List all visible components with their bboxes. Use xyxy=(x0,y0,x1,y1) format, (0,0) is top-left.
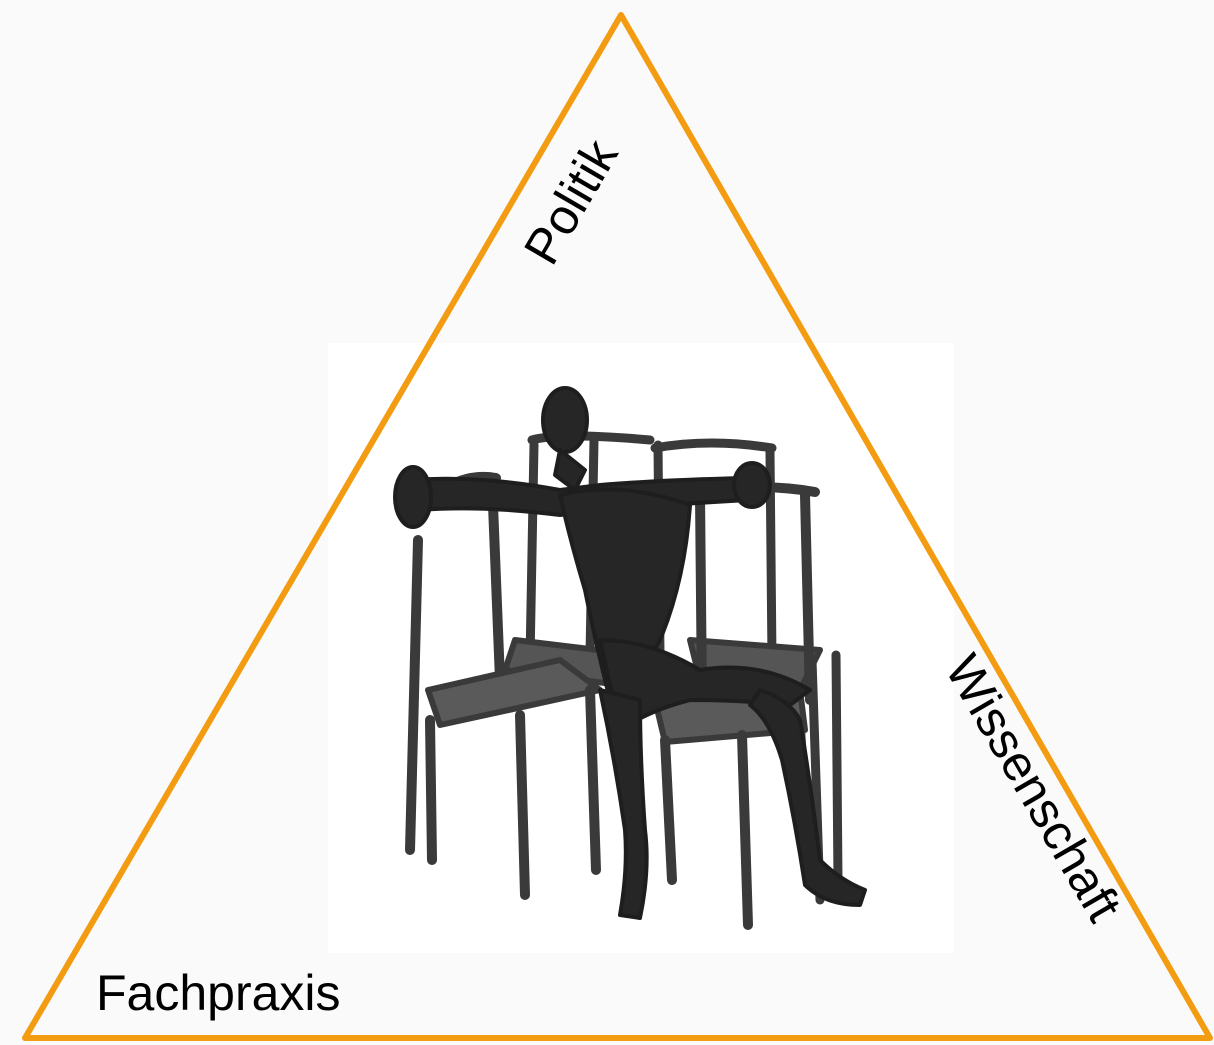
label-wissenschaft: Wissenschaft xyxy=(934,645,1132,930)
label-politik: Politik xyxy=(513,129,629,273)
label-fachpraxis: Fachpraxis xyxy=(96,965,341,1021)
